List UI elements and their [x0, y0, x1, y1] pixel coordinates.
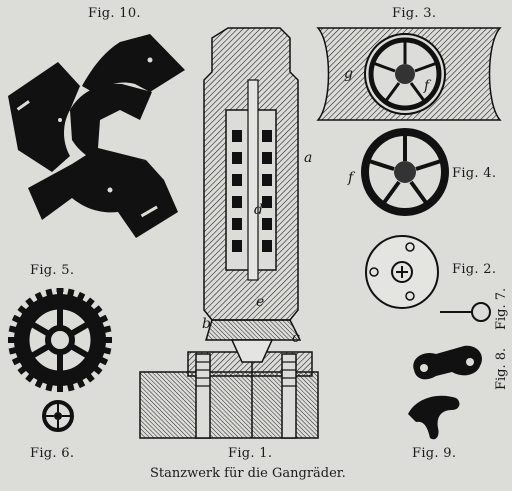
- letter-c: c: [292, 330, 300, 346]
- gear-tooth: [96, 314, 109, 325]
- letter-d: d: [254, 202, 263, 218]
- gear-tooth: [100, 346, 112, 355]
- gear-tooth: [66, 288, 75, 300]
- letter-f-fig4: f: [348, 170, 354, 186]
- fig3-plate: [316, 27, 502, 121]
- gear-tooth: [57, 382, 63, 392]
- fig8-label: Fig. 8.: [494, 347, 509, 390]
- fig2-disc: [365, 235, 439, 309]
- fig5-gear: [8, 288, 112, 392]
- fig9-label: Fig. 9.: [412, 446, 457, 461]
- fig10-plate: [8, 34, 185, 238]
- gear-tooth: [83, 297, 95, 310]
- fig7-pin: [440, 302, 491, 322]
- fig9-part: [408, 395, 460, 440]
- fig2-label: Fig. 2.: [452, 262, 497, 277]
- gear-tooth: [45, 288, 54, 300]
- gear-tooth: [96, 355, 109, 366]
- letter-g: g: [344, 66, 353, 82]
- gear-tooth: [34, 376, 45, 389]
- fig6-wheel: [42, 400, 74, 432]
- letter-e: e: [256, 294, 265, 310]
- gear-tooth: [8, 337, 18, 343]
- letter-f-fig3: f: [424, 78, 430, 94]
- letter-a: a: [304, 150, 313, 166]
- gear-tooth: [25, 370, 37, 383]
- gear-tooth: [8, 346, 20, 355]
- gear-tooth: [11, 355, 24, 366]
- gear-tooth: [25, 297, 37, 310]
- fig1-press: [139, 27, 319, 439]
- gear-tooth: [66, 380, 75, 392]
- gear-tooth: [45, 380, 54, 392]
- gear-tooth: [17, 363, 30, 375]
- fig7-label: Fig. 7.: [494, 287, 509, 330]
- gear-tooth: [83, 370, 95, 383]
- fig10-label: Fig. 10.: [88, 6, 141, 21]
- gear-tooth: [17, 305, 30, 317]
- letter-b: b: [202, 316, 211, 332]
- fig4-wheel: [361, 128, 449, 216]
- fig1-label: Fig. 1.: [228, 446, 273, 461]
- gear-tooth: [100, 325, 112, 334]
- fig8-part: [413, 345, 483, 380]
- gear-tooth: [11, 314, 24, 325]
- gear-tooth: [34, 291, 45, 304]
- fig3-label: Fig. 3.: [392, 6, 437, 21]
- gear-tooth: [75, 291, 86, 304]
- fig6-label: Fig. 6.: [30, 446, 75, 461]
- gear-tooth: [75, 376, 86, 389]
- gear-tooth: [102, 337, 112, 343]
- gear-tooth: [90, 305, 103, 317]
- gear-tooth: [57, 288, 63, 298]
- fig4-label: Fig. 4.: [452, 166, 497, 181]
- gear-tooth: [90, 363, 103, 375]
- gear-tooth: [8, 325, 20, 334]
- fig5-label: Fig. 5.: [30, 263, 75, 278]
- caption: Stanzwerk für die Gangräder.: [150, 466, 346, 481]
